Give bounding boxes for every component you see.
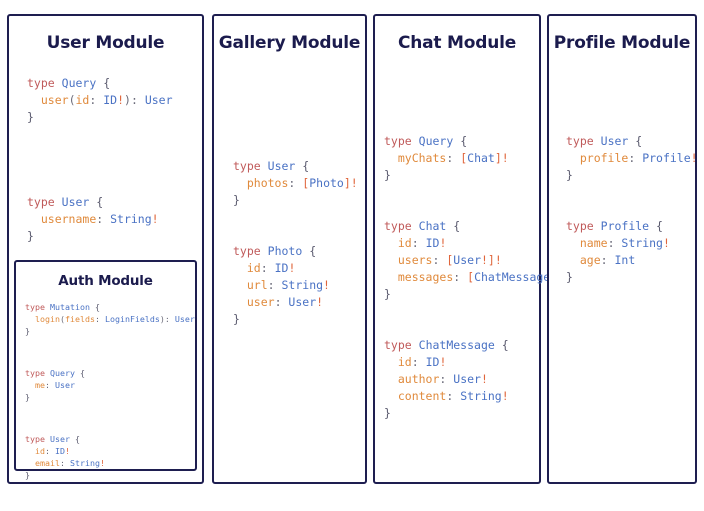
code-block-chat-module: type Query { myChats: [Chat]! } type Cha… bbox=[384, 133, 564, 422]
code-line: } bbox=[233, 193, 240, 207]
code-line: user: User! bbox=[246, 295, 324, 309]
code-blank-line bbox=[27, 126, 202, 143]
code-line: } bbox=[384, 287, 391, 301]
code-blank-line bbox=[384, 184, 539, 201]
code-line: login(fields: LoginFields): User bbox=[35, 314, 195, 325]
card-title-chat-module: Chat Module bbox=[397, 33, 517, 53]
code-blank-line bbox=[27, 160, 202, 177]
code-line: } bbox=[566, 270, 573, 284]
code-line: type User { bbox=[233, 159, 310, 173]
card-user-module[interactable]: User Module type Query { user(id: ID!): … bbox=[7, 14, 204, 484]
code-line: url: String! bbox=[246, 278, 330, 292]
code-line: author: User! bbox=[397, 372, 488, 386]
code-line: type Query { bbox=[384, 134, 468, 148]
code-block-auth-module: type Mutation { login(fields: LoginField… bbox=[25, 301, 195, 481]
code-line: } bbox=[384, 168, 391, 182]
code-line: id: ID! bbox=[35, 445, 70, 456]
code-line: email: String! bbox=[35, 458, 105, 469]
card-auth-module[interactable]: Auth Module type Mutation { login(fields… bbox=[14, 260, 197, 480]
code-blank-line bbox=[384, 303, 539, 320]
code-line: type User { bbox=[25, 433, 80, 444]
code-line: type ChatMessage { bbox=[384, 338, 509, 352]
code-line: } bbox=[566, 168, 573, 182]
code-line: username: String! bbox=[40, 212, 159, 226]
code-line: type Query { bbox=[25, 367, 85, 378]
code-line: user(id: ID!): User bbox=[40, 93, 173, 107]
code-line: type Mutation { bbox=[25, 302, 100, 312]
code-line: type User { bbox=[566, 134, 643, 148]
code-line: } bbox=[27, 229, 34, 243]
card-title-profile-module: Profile Module bbox=[553, 33, 691, 53]
code-blank-line bbox=[233, 209, 365, 226]
code-line: type Photo { bbox=[233, 244, 317, 258]
code-line: } bbox=[384, 406, 391, 420]
code-line: me: User bbox=[35, 380, 75, 391]
code-blank-line bbox=[25, 338, 195, 355]
card-profile-module[interactable]: Profile Module type User { profile: Prof… bbox=[547, 14, 698, 484]
code-line: } bbox=[25, 470, 30, 481]
code-block-gallery-module: type User { photos: [Photo]! } type Phot… bbox=[233, 158, 365, 328]
code-line: messages: [ChatMessage]! bbox=[397, 270, 564, 284]
code-line: type Query { bbox=[27, 76, 111, 90]
code-blank-line bbox=[566, 184, 695, 201]
code-line: content: String! bbox=[397, 389, 509, 403]
card-title-user-module: User Module bbox=[46, 33, 165, 53]
card-chat-module[interactable]: Chat Module type Query { myChats: [Chat]… bbox=[373, 14, 564, 484]
code-line: profile: Profile! bbox=[579, 151, 698, 165]
code-line: } bbox=[27, 110, 34, 124]
code-line: photos: [Photo]! bbox=[246, 176, 358, 190]
code-line: } bbox=[25, 392, 30, 403]
card-title-auth-module: Auth Module bbox=[58, 273, 153, 289]
code-line: age: Int bbox=[579, 253, 636, 267]
code-block-user-module: type Query { user(id: ID!): User } type … bbox=[27, 75, 202, 245]
code-line: id: ID! bbox=[397, 355, 447, 369]
code-line: type Profile { bbox=[566, 219, 663, 233]
code-line: } bbox=[233, 312, 240, 326]
code-line: } bbox=[25, 326, 30, 337]
code-block-profile-module: type User { profile: Profile! } type Pro… bbox=[566, 133, 698, 286]
code-line: type Chat { bbox=[384, 219, 461, 233]
code-line: name: String! bbox=[579, 236, 670, 250]
code-line: myChats: [Chat]! bbox=[397, 151, 509, 165]
card-title-gallery-module: Gallery Module bbox=[218, 33, 361, 53]
code-line: type User { bbox=[27, 195, 104, 209]
code-line: id: ID! bbox=[397, 236, 447, 250]
code-blank-line bbox=[25, 403, 195, 420]
code-line: users: [User!]! bbox=[397, 253, 502, 267]
card-gallery-module[interactable]: Gallery Module type User { photos: [Phot… bbox=[212, 14, 367, 484]
code-line: id: ID! bbox=[246, 261, 296, 275]
